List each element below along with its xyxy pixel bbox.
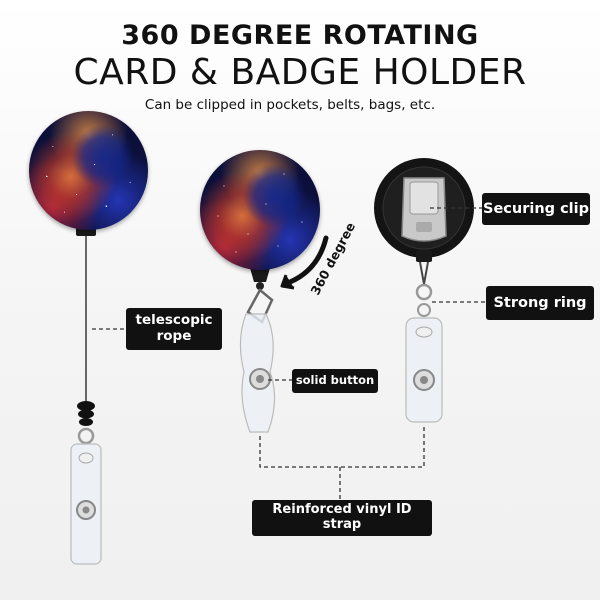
headline-line-1: 360 DEGREE ROTATING: [121, 20, 479, 51]
left-split-ring: [77, 427, 95, 445]
label-securing-clip: Securing clip: [482, 193, 590, 225]
cord-stopper-2: [78, 409, 94, 419]
cord-stopper-3: [79, 418, 93, 426]
strong-ring-icon: [415, 283, 433, 301]
cord-stopper-1: [77, 401, 95, 411]
label-telescopic-rope: telescopic rope: [126, 308, 222, 350]
middle-reel-hardware: [239, 268, 276, 433]
middle-reel-nebula-disc: [200, 150, 320, 270]
leader-strap-bracket: [259, 424, 425, 468]
headline-subtitle: Can be clipped in pockets, belts, bags, …: [144, 97, 436, 113]
left-strap-slot: [78, 452, 94, 464]
left-reel-hardware: [70, 226, 102, 565]
leader-lines: [92, 207, 486, 500]
right-reel-hardware: [374, 158, 474, 423]
label-strong-ring: Strong ring: [486, 286, 594, 320]
headline-line-2: CARD & BADGE HOLDER: [73, 52, 527, 93]
rotation-arrow-icon: [280, 235, 329, 290]
label-solid-button: solid button: [292, 369, 378, 393]
left-reel-nebula-disc: [29, 111, 148, 230]
label-vinyl-id-strap: Reinforced vinyl ID strap: [252, 500, 432, 536]
